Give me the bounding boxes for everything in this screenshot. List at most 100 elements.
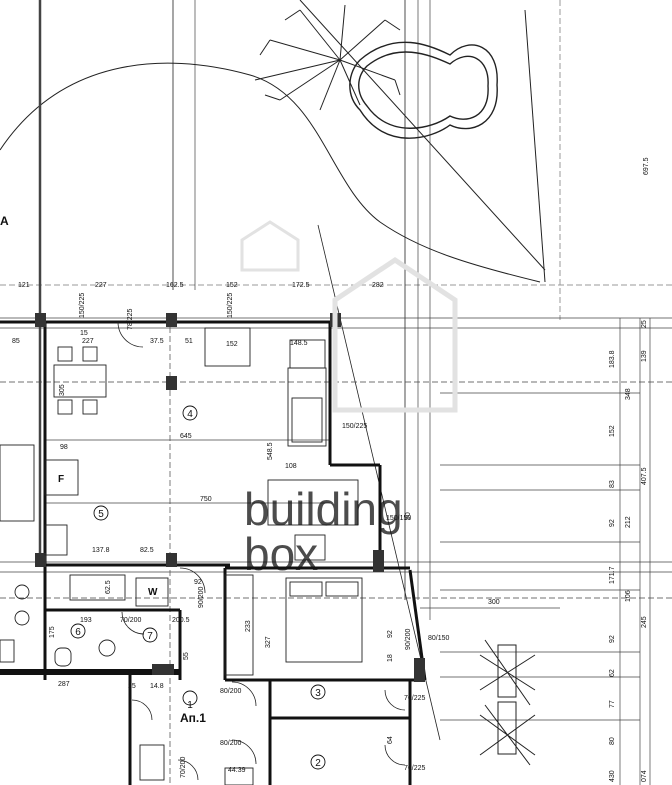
- site-linework: [0, 0, 672, 741]
- right-dim: 407.5: [641, 467, 648, 485]
- interior-dim: 51: [185, 338, 193, 345]
- right-dim: 183.8: [609, 350, 616, 368]
- washer-label: W: [148, 587, 158, 598]
- door-tag: 70/200: [120, 617, 142, 624]
- interior-dim: 148.5: [290, 340, 308, 347]
- side-letter: A: [0, 214, 9, 228]
- right-dim: 212: [625, 516, 632, 528]
- door-tag: 80/200: [220, 740, 242, 747]
- right-dim: 106: [625, 590, 632, 602]
- room-number: 2: [315, 758, 321, 769]
- interior-dim: 98: [60, 444, 68, 451]
- right-dim: 139: [641, 350, 648, 362]
- interior-dim: 137.8: [92, 547, 110, 554]
- right-dimensions: 697.5 25 183.8 139 348 152 83 407.5 92 2…: [609, 157, 650, 782]
- interior-dim: 548.5: [267, 442, 274, 460]
- interior-dim: 92: [194, 579, 202, 586]
- right-dim: 245: [641, 616, 648, 628]
- door-tag: 90/200: [198, 586, 205, 608]
- right-dim: 80: [609, 737, 616, 745]
- window-tag: 150/150: [386, 515, 411, 522]
- top-dim: 172.5: [292, 282, 310, 289]
- window-tag: 150/225: [227, 293, 234, 318]
- interior-dim: 85: [12, 338, 20, 345]
- room-number: 7: [147, 631, 153, 642]
- interior-dim: 305: [59, 384, 66, 396]
- top-dim: 152: [226, 282, 238, 289]
- interior-dim: 227: [82, 338, 94, 345]
- door-tag: 90/200: [405, 628, 412, 650]
- fridge-label: F: [58, 474, 64, 485]
- window-tag: 150/225: [342, 423, 367, 430]
- top-dimensions: 121 227 162.5 152 172.5 282: [18, 282, 384, 289]
- right-dim: 62: [609, 669, 616, 677]
- interior-dim: 82.5: [140, 547, 154, 554]
- interior-dim: 108: [285, 463, 297, 470]
- watermark-word-1: building: [244, 483, 403, 535]
- interior-dim: 193: [80, 617, 92, 624]
- window-tag: 76/225: [404, 765, 426, 772]
- top-dim: 227: [95, 282, 107, 289]
- right-dim: 25: [641, 320, 648, 328]
- tree-symbol: [254, 4, 401, 111]
- interior-dimensions: 15 85 227 37.5 51 152 148.5 98 645 750 5…: [12, 330, 500, 774]
- top-dim: 162.5: [166, 282, 184, 289]
- window-tag: 150/225: [79, 293, 86, 318]
- interior-dim: 37.5: [150, 338, 164, 345]
- interior-dim: 44.39: [228, 767, 246, 774]
- right-dim: 152: [609, 425, 616, 437]
- interior-dim: 15: [80, 330, 88, 337]
- interior-dim: 62.5: [105, 580, 112, 594]
- interior-dim: 300: [488, 599, 500, 606]
- top-dim: 282: [372, 282, 384, 289]
- interior-dim: 327: [265, 636, 272, 648]
- door-tags: 90/200 70/200 80/200 80/200 70/200 90/20…: [120, 586, 412, 778]
- room-number: 5: [98, 509, 104, 520]
- planters: [479, 639, 536, 766]
- right-dim: 171.7: [609, 566, 616, 584]
- interior-dim: 152: [226, 341, 238, 348]
- right-dim: 074: [641, 770, 648, 782]
- interior-dim: 18: [387, 654, 394, 662]
- pool: [349, 41, 498, 139]
- watermark-logo: building box: [240, 220, 458, 580]
- door-swings: [117, 321, 406, 781]
- interior-dim: 233: [245, 620, 252, 632]
- window-tag: 80/150: [428, 635, 450, 642]
- door-tag: 70/200: [180, 756, 187, 778]
- interior-dim: 90: [405, 512, 412, 520]
- door-tag: 80/200: [220, 688, 242, 695]
- room-number: 3: [315, 688, 321, 699]
- window-tag: 78/225: [127, 308, 134, 330]
- right-dim: 697.5: [643, 157, 650, 175]
- room-number: 1: [187, 700, 193, 711]
- apartment-label: Ап.1: [180, 711, 206, 725]
- window-tags: 150/225 78/225 150/225 150/225 150/150 8…: [79, 293, 450, 772]
- room-number: 4: [187, 409, 193, 420]
- interior-dim: 287: [58, 681, 70, 688]
- interior-dim: 750: [200, 496, 212, 503]
- interior-dim: 92: [387, 630, 394, 638]
- right-dim: 92: [609, 635, 616, 643]
- right-dim: 430: [609, 770, 616, 782]
- furniture: [0, 327, 363, 785]
- interior-dim: 200.5: [172, 617, 190, 624]
- interior-dim: 55: [183, 652, 190, 660]
- interior-dim: 14.8: [150, 683, 164, 690]
- interior-dim: 64: [387, 736, 394, 744]
- interior-dim: 175: [49, 626, 56, 638]
- window-tag: 76/225: [404, 695, 426, 702]
- watermark-word-2: box: [244, 528, 318, 580]
- room-number: 6: [75, 627, 81, 638]
- right-dim: 348: [625, 388, 632, 400]
- interior-dim: 645: [180, 433, 192, 440]
- top-dim: 121: [18, 282, 30, 289]
- interior-dim: 25: [128, 683, 136, 690]
- right-dim: 83: [609, 480, 616, 488]
- room-numbers: 1 2 3 4 5 6 7: [75, 409, 321, 769]
- right-dim: 92: [609, 519, 616, 527]
- room-markers: [70, 405, 326, 770]
- right-dim: 77: [609, 700, 616, 708]
